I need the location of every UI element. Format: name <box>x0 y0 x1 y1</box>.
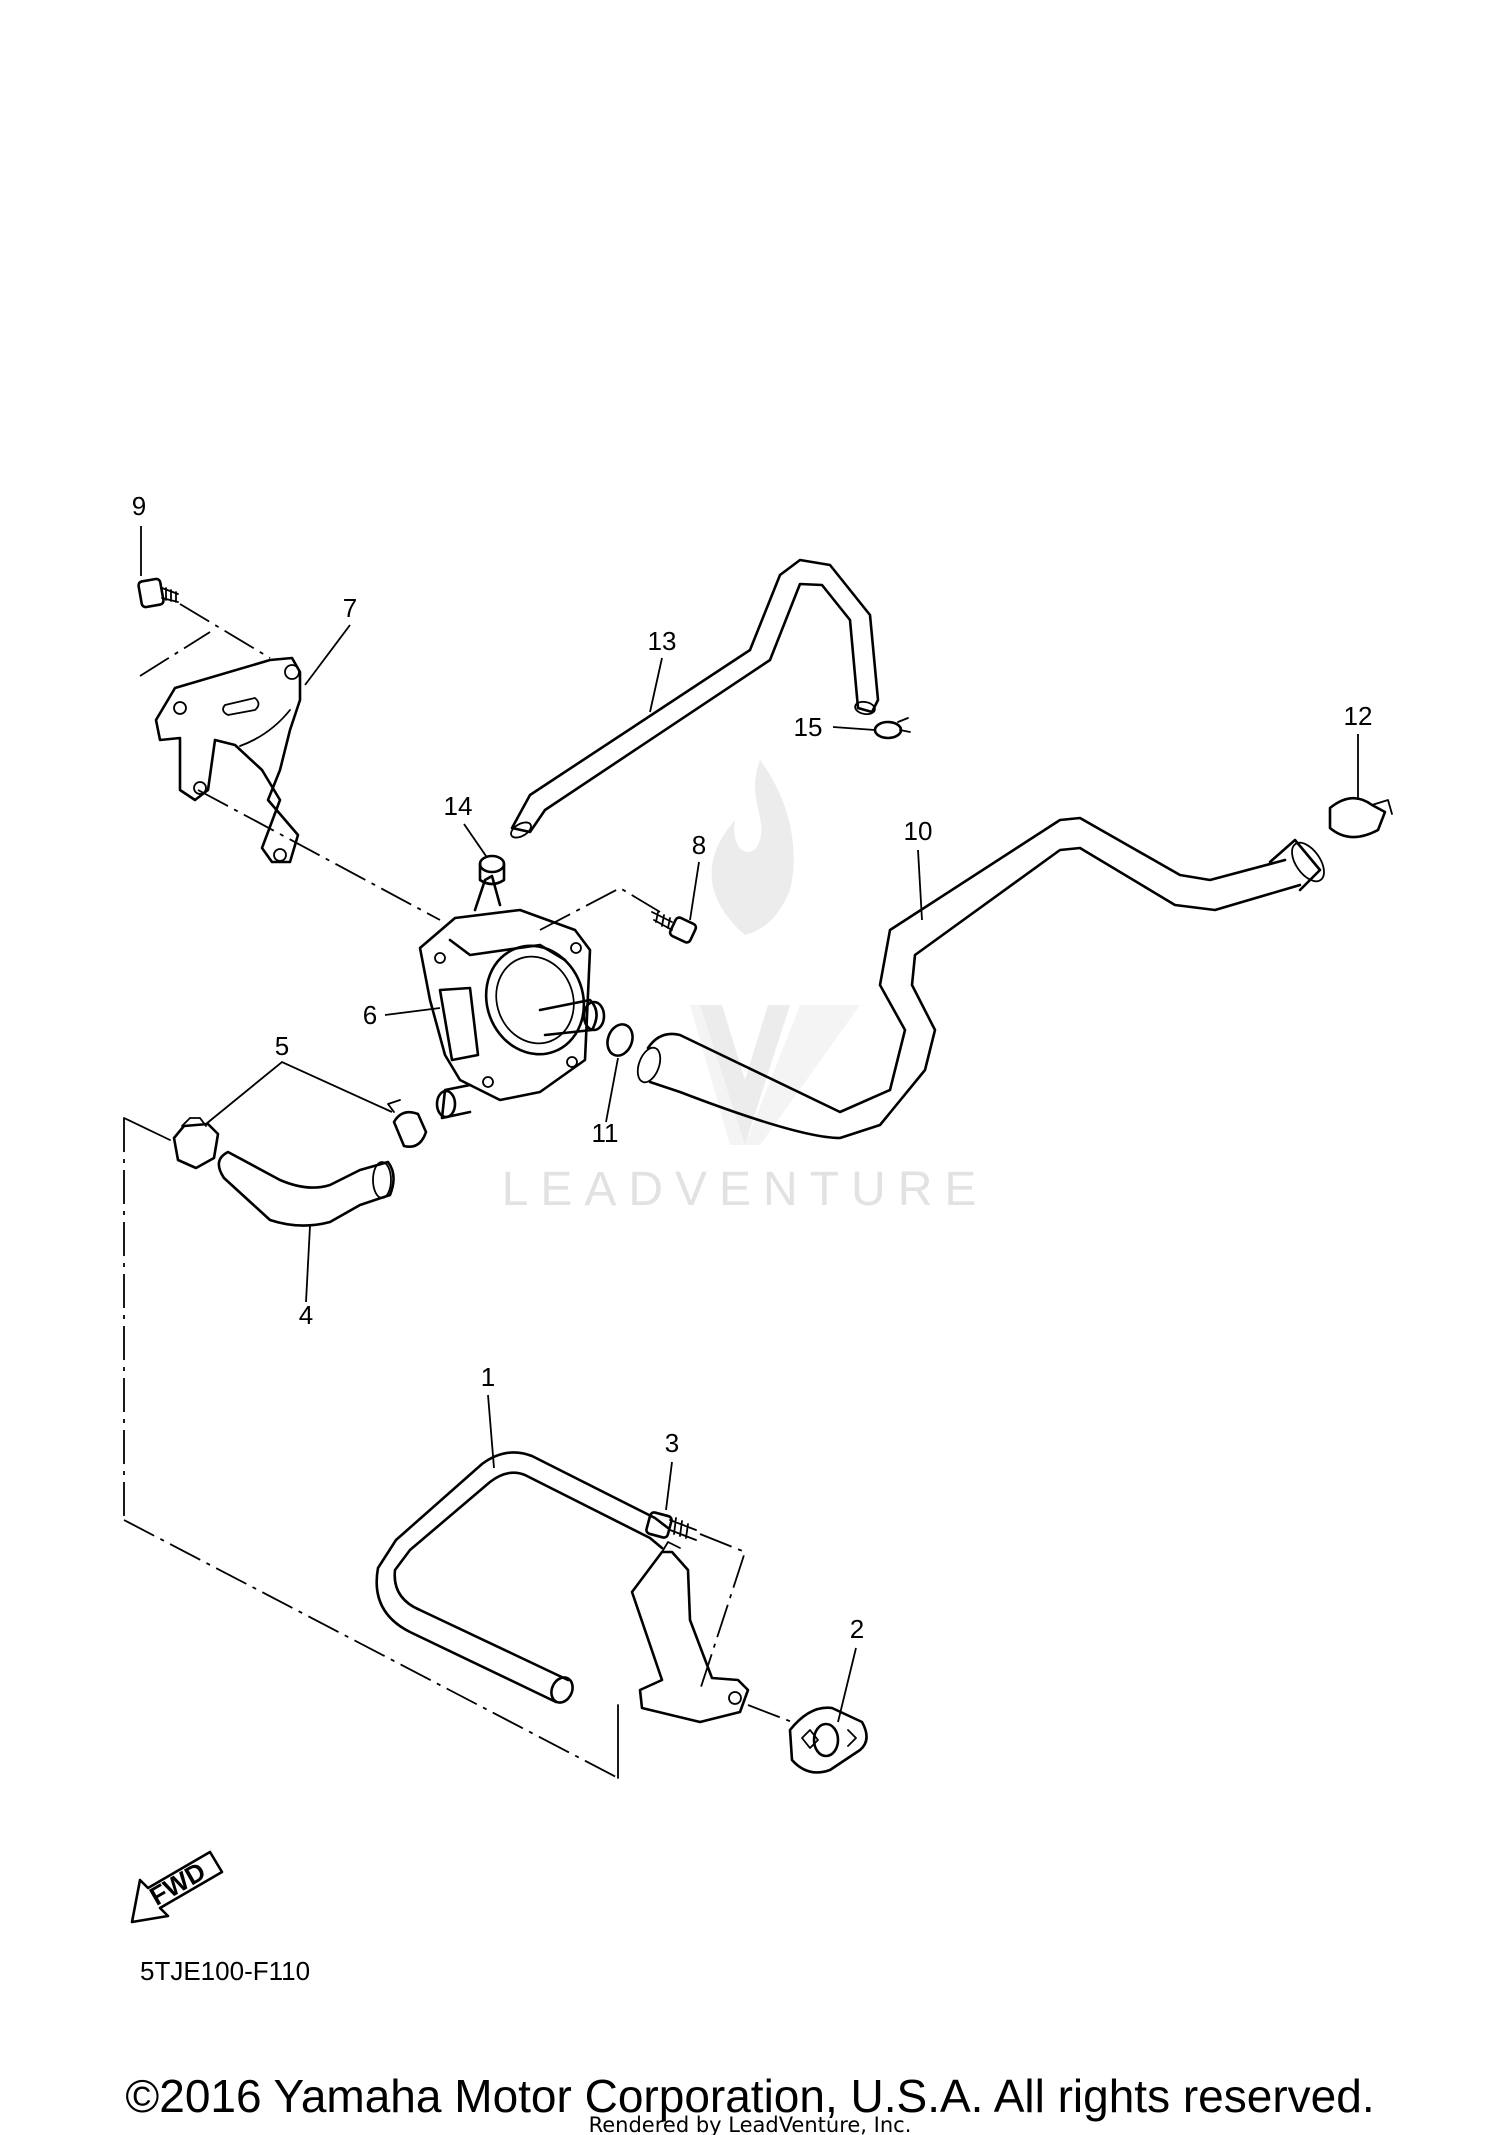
callout-5: 5 <box>275 1031 289 1061</box>
dash-7-to-9 <box>139 603 271 677</box>
part-1-pipe <box>375 1451 670 1704</box>
leader-14 <box>463 823 487 857</box>
part-15-clip <box>873 717 911 740</box>
dash-7-to-6 <box>197 789 441 921</box>
part-10-hose <box>636 816 1325 1140</box>
part-2-gasket <box>788 1706 868 1774</box>
callout-11: 11 <box>592 1118 619 1148</box>
dash-3-bolt <box>699 1533 747 1691</box>
dash-frame-bottom <box>123 1519 619 1779</box>
part-3-bolt <box>645 1511 697 1541</box>
part-13-hose <box>510 558 880 839</box>
part-7-bracket <box>154 656 302 864</box>
callout-4: 4 <box>299 1300 313 1330</box>
callout-9: 9 <box>132 491 146 521</box>
part-3-bracket <box>630 1541 750 1724</box>
diagram-code: 5TJE100-F110 <box>140 1956 310 1986</box>
rendered-by-text: Rendered by LeadVenture, Inc. <box>589 2113 912 2135</box>
part-8-bolt <box>651 911 698 944</box>
fwd-label: FWD <box>144 1856 210 1912</box>
leader-8 <box>689 861 700 921</box>
callout-7: 7 <box>343 593 357 623</box>
watermark-logo-icon <box>690 760 860 1145</box>
part-12-clamp <box>1328 796 1393 839</box>
leader-6 <box>384 1007 441 1016</box>
callout-12: 12 <box>1344 701 1373 731</box>
callout-6: 6 <box>363 1000 377 1030</box>
leader-13 <box>649 657 663 713</box>
callout-8: 8 <box>692 830 706 860</box>
callout-3: 3 <box>665 1428 679 1458</box>
frame-top <box>123 1117 171 1141</box>
callout-2: 2 <box>850 1614 864 1644</box>
dash-8-to-6 <box>539 886 661 931</box>
callout-1: 1 <box>481 1362 495 1392</box>
callout-15: 15 <box>794 712 823 742</box>
callout-14: 14 <box>444 791 473 821</box>
part-5-clamp-left <box>172 1117 220 1170</box>
callout-10: 10 <box>904 816 933 846</box>
part-14-cap <box>478 854 506 886</box>
part-6-valve <box>418 874 606 1120</box>
leader-11 <box>605 1057 619 1123</box>
part-11-oring <box>606 1023 634 1057</box>
fwd-arrow-icon: FWD <box>130 1850 224 1924</box>
leader-5 <box>205 1060 393 1125</box>
leader-15 <box>832 726 876 731</box>
leader-1 <box>487 1394 495 1469</box>
leader-3 <box>665 1461 673 1511</box>
leader-2 <box>837 1647 857 1723</box>
copyright-text: ©2016 Yamaha Motor Corporation, U.S.A. A… <box>125 2070 1374 2122</box>
leader-10 <box>917 849 923 921</box>
leader-7 <box>304 624 351 686</box>
leader-4 <box>305 1225 311 1303</box>
part-5-clamp-right <box>387 1099 428 1148</box>
dash-2-to-3 <box>747 1704 793 1723</box>
watermark-text: LEADVENTURE <box>502 1163 989 1216</box>
part-4-hose <box>217 1150 395 1227</box>
callout-13: 13 <box>648 626 677 656</box>
part-9-bolt <box>137 577 179 609</box>
